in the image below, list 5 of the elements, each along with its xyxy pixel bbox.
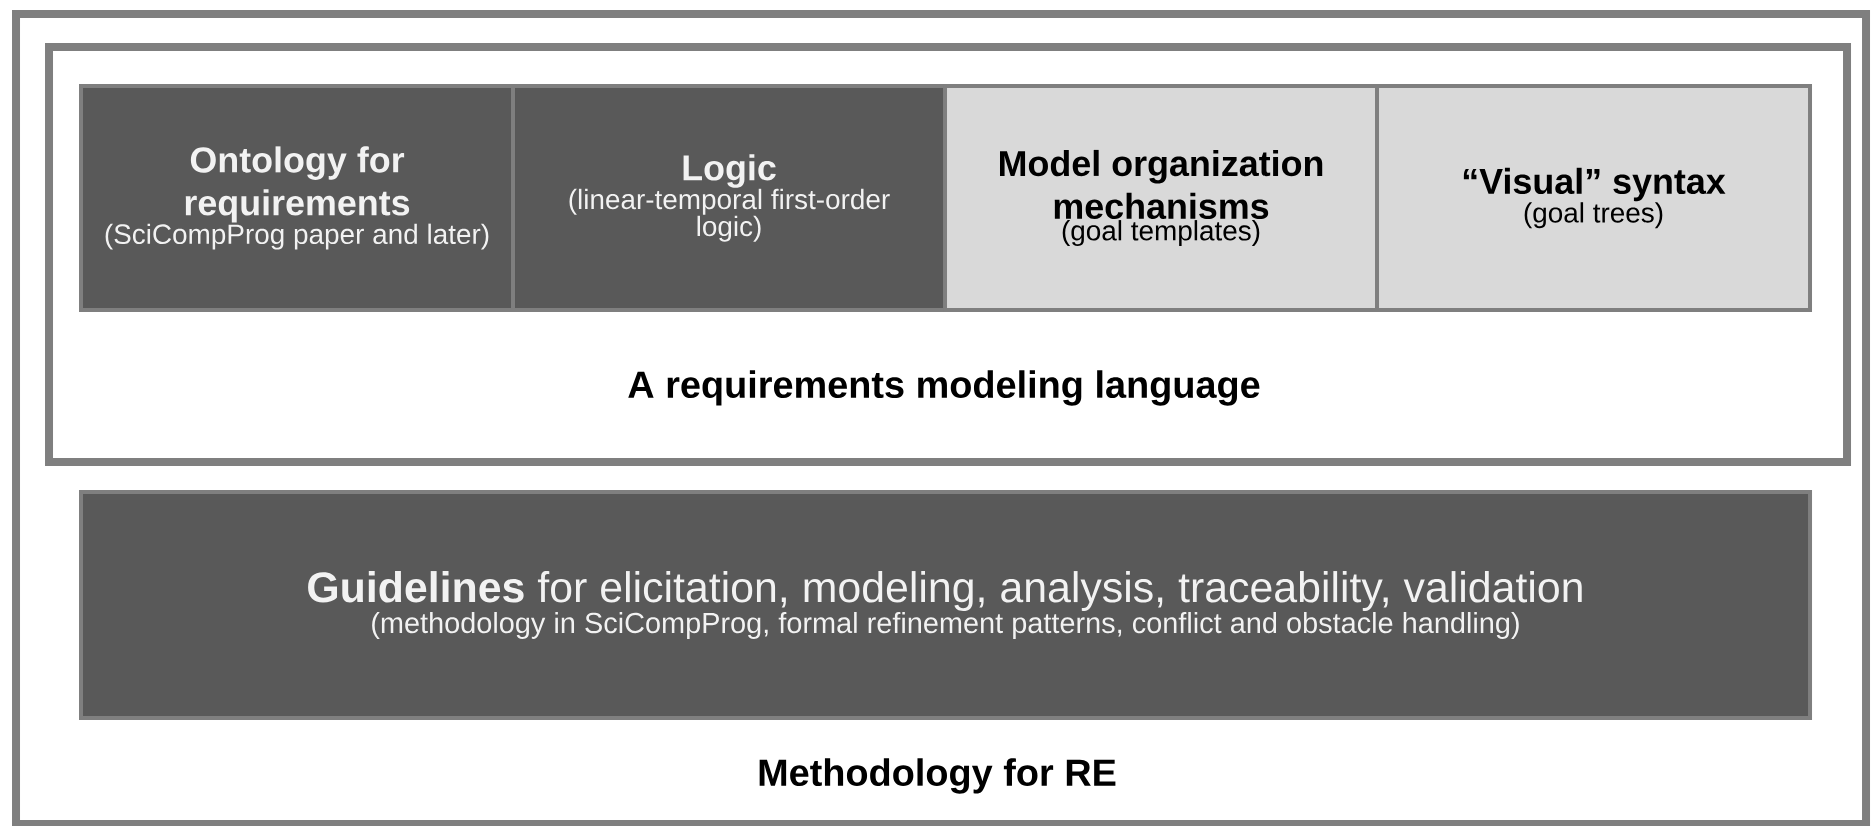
concept-box: Model organization mechanisms (goal templates) [943,84,1379,312]
concept-box: Ontology for requirements (SciCompProg paper and later) [79,84,515,312]
concept-box: Logic (linear-temporal first-order logic) [511,84,947,312]
concept-box: “Visual” syntax (goal trees) [1375,84,1812,312]
guidelines-box: Guidelines for elicitation, modeling, analysis, traceability, validation (methodology in SciCompProg, formal refinement patterns, conflict and obstacle handling) [79,490,1813,720]
